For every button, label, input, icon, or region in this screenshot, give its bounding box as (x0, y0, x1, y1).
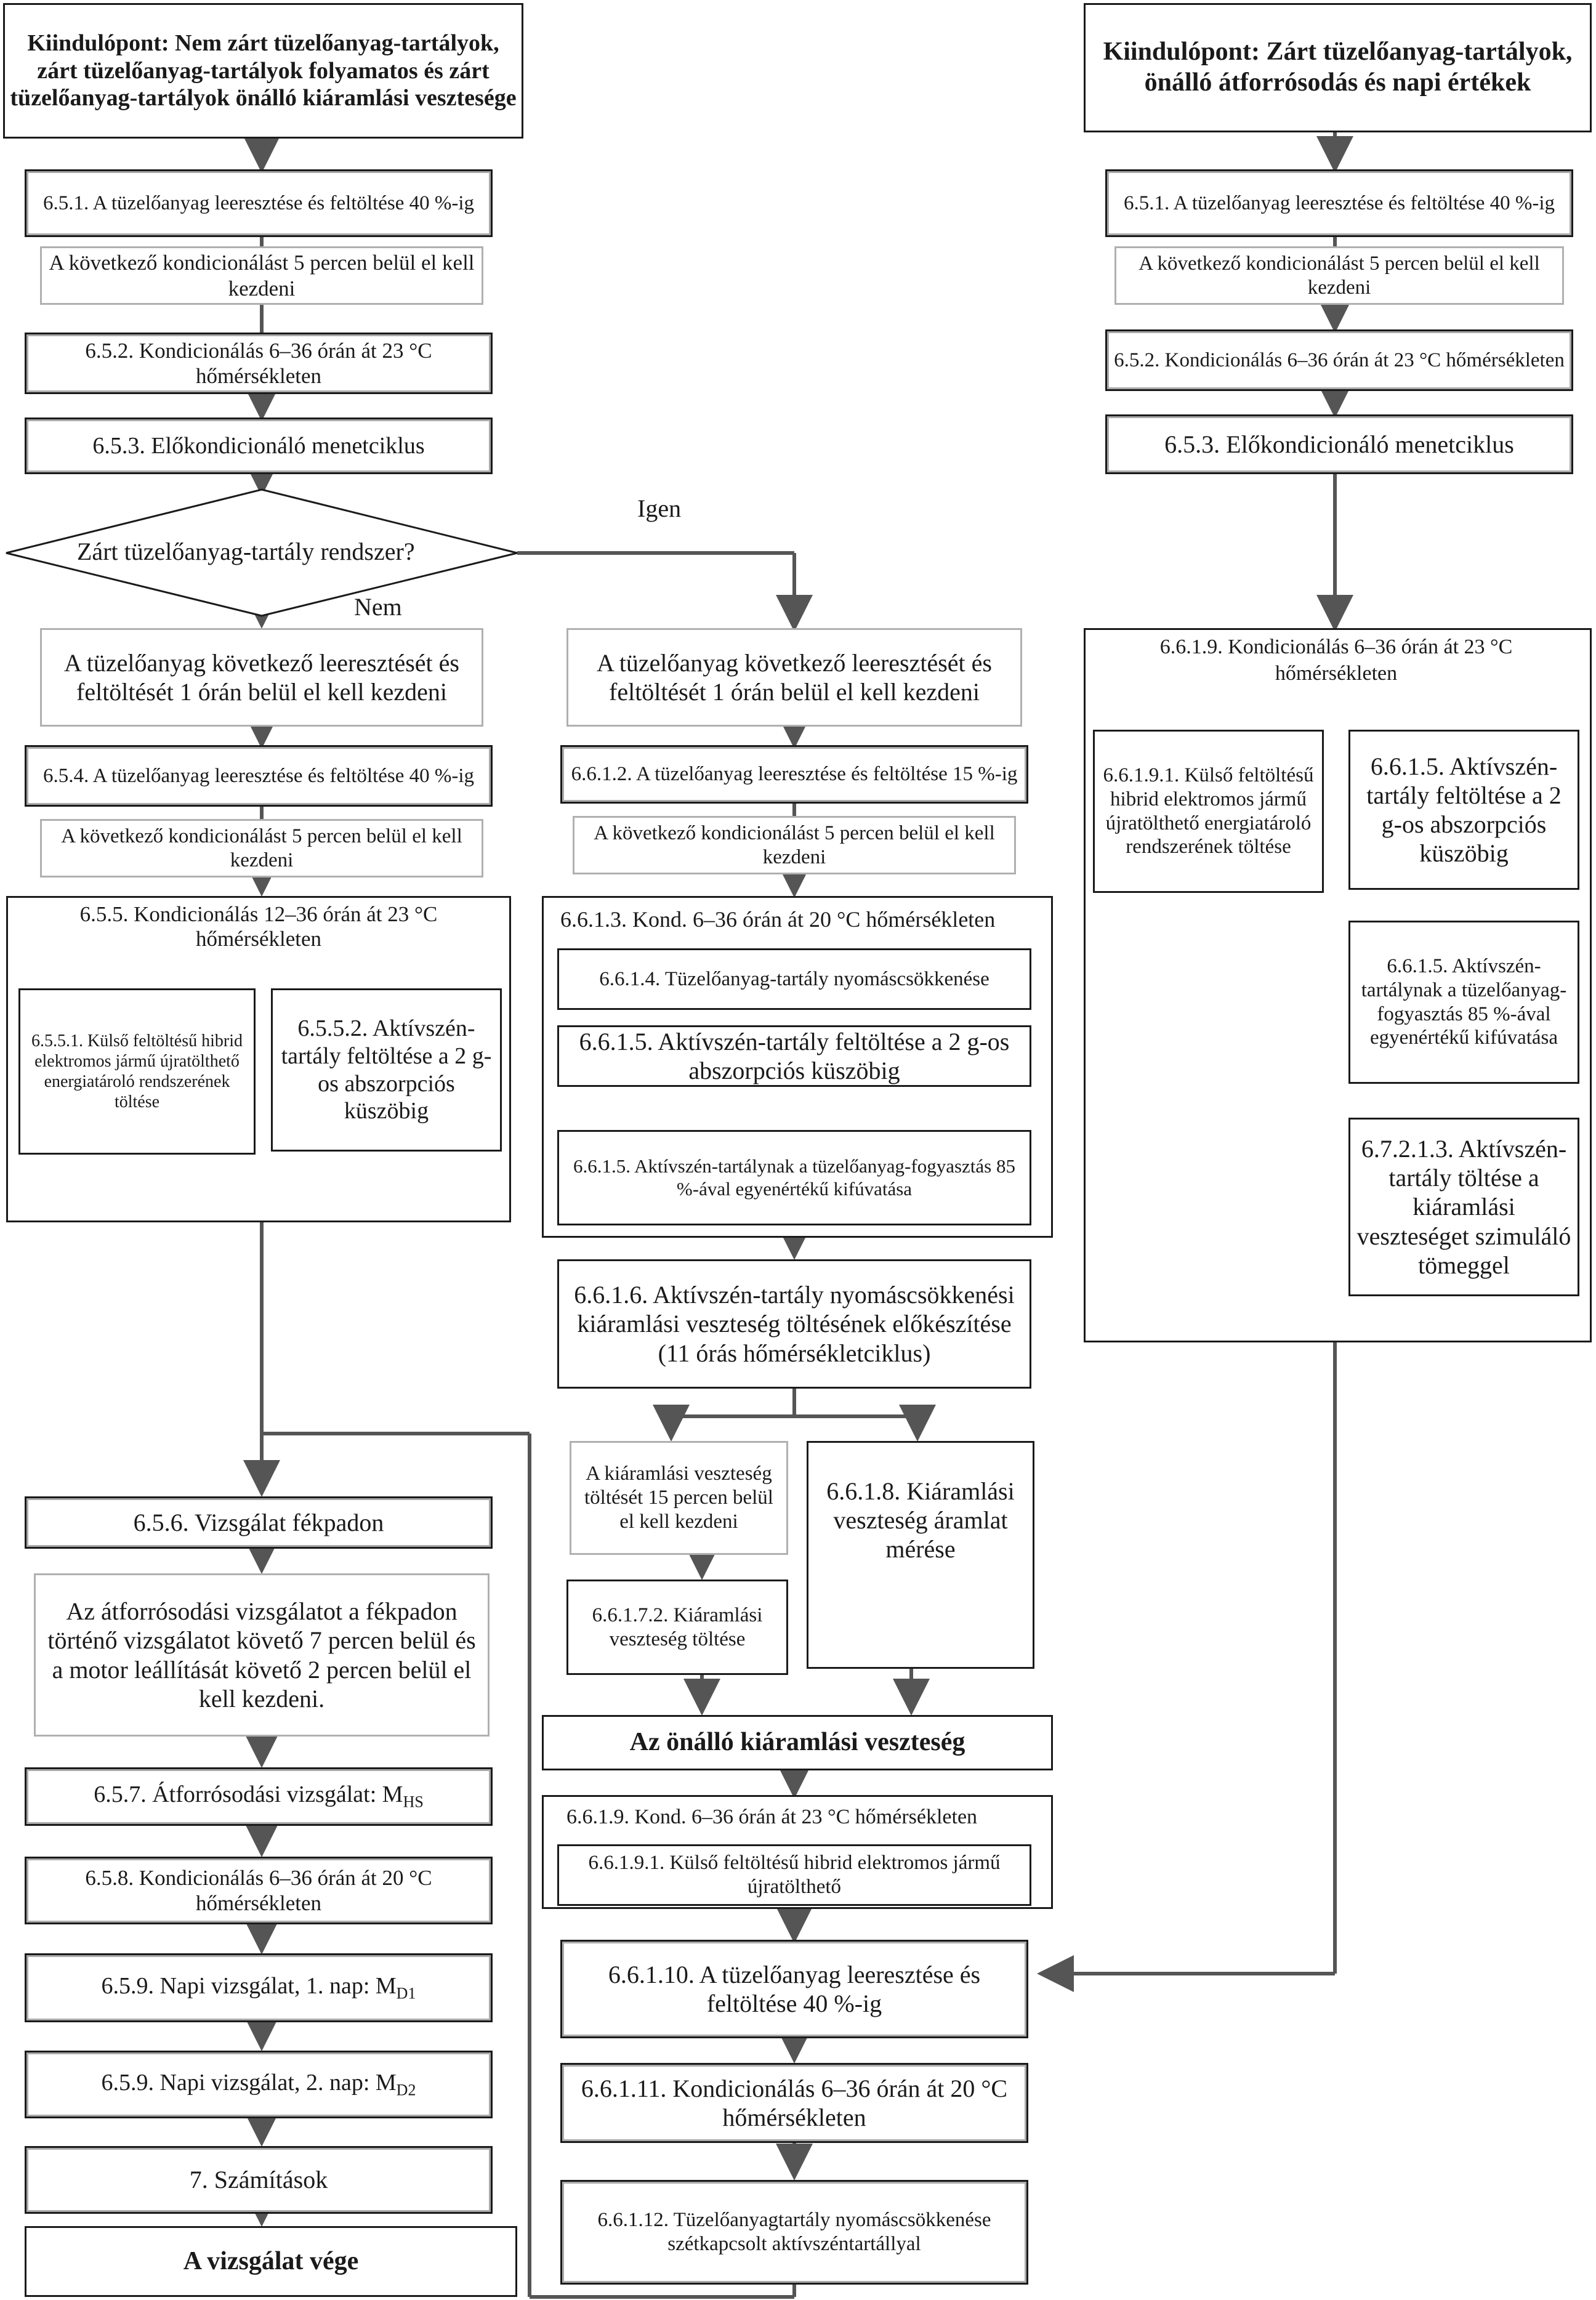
right-step-6615b-text: 6.6.1.5. Aktívszén-tartálynak a tüzelőan… (1361, 954, 1567, 1049)
right-step-652: 6.5.2. Kondicionálás 6–36 órán át 23 °C … (1105, 329, 1573, 391)
step-659b: 6.5.9. Napi vizsgálat, 2. nap: MD2 (25, 2051, 493, 2118)
right-step-6615b: 6.6.1.5. Aktívszén-tartálynak a tüzelőan… (1348, 921, 1579, 1084)
step-657-text: 6.5.7. Átforrósodási vizsgálat: MHS (94, 1781, 424, 1812)
start-left-box: Kiindulópont: Nem zárt tüzelőanyag-tartá… (3, 3, 523, 139)
right-step-6615-text: 6.6.1.5. Aktívszén-tartály feltöltése a … (1366, 752, 1562, 868)
step-653-text: 6.5.3. Előkondicionáló menetciklus (92, 432, 425, 459)
standalone-text: Az önálló kiáramlási veszteség (629, 1728, 965, 1757)
note-start5b-text: A következő kondicionálást 5 percen belü… (61, 825, 462, 871)
step-66111-text: 6.6.1.11. Kondicionálás 6–36 órán át 20 … (581, 2074, 1008, 2131)
mid-note-start5-text: A következő kondicionálást 5 percen belü… (594, 821, 995, 868)
step-6612-text: 6.6.1.2. A tüzelőanyag leeresztése és fe… (571, 763, 1018, 786)
step-659a-label: 6.5.9. Napi vizsgálat, 1. nap: M (101, 1972, 397, 1999)
step-655-text: 6.5.5. Kondicionálás 12–36 órán át 23 °C… (79, 902, 438, 951)
step-6614-text: 6.6.1.4. Tüzelőanyag-tartály nyomáscsökk… (599, 967, 989, 990)
right-step-67213: 6.7.2.1.3. Aktívszén-tartály töltése a k… (1348, 1118, 1579, 1296)
step-66191: 6.6.1.9.1. Külső feltöltésű hibrid elekt… (557, 1844, 1031, 1906)
mid-note-start1h-text: A tüzelőanyag következő leeresztését és … (597, 648, 992, 706)
note-start1h: A tüzelőanyag következő leeresztését és … (40, 628, 483, 727)
note-start5: A következő kondicionálást 5 percen belü… (40, 246, 483, 305)
end-text: A vizsgálat vége (183, 2246, 359, 2275)
step-659a-text: 6.5.9. Napi vizsgálat, 1. nap: MD1 (102, 1972, 416, 2003)
note-start5-text: A következő kondicionálást 5 percen belü… (49, 251, 475, 301)
step-659a: 6.5.9. Napi vizsgálat, 1. nap: MD1 (25, 1953, 493, 2022)
decision-diamond (6, 488, 518, 617)
start-right-text: Kiindulópont: Zárt tüzelőanyag-tartályok… (1103, 38, 1573, 97)
note-start5b: A következő kondicionálást 5 percen belü… (40, 819, 483, 878)
step-654-text: 6.5.4. A tüzelőanyag leeresztése és felt… (42, 764, 475, 787)
yes-label: Igen (637, 494, 682, 522)
right-step-6619-text: 6.6.1.9. Kondicionálás 6–36 órán át 23 °… (1159, 636, 1513, 685)
step-6619-text: 6.6.1.9. Kond. 6–36 órán át 23 °C hőmérs… (566, 1806, 978, 1828)
step-659b-label: 6.5.9. Napi vizsgálat, 2. nap: M (101, 2069, 397, 2096)
step-659b-text: 6.5.9. Napi vizsgálat, 2. nap: MD2 (102, 2069, 416, 2100)
step-66172: 6.6.1.7.2. Kiáramlási veszteség töltése (566, 1580, 788, 1675)
step-66191-text: 6.6.1.9.1. Külső feltöltésű hibrid elekt… (588, 1852, 1001, 1898)
right-step-653: 6.5.3. Előkondicionáló menetciklus (1105, 414, 1573, 474)
step-659b-subscript: D2 (396, 2081, 416, 2099)
right-step-651-text: 6.5.1. A tüzelőanyag leeresztése és felt… (1123, 192, 1555, 214)
start-right-box: Kiindulópont: Zárt tüzelőanyag-tartályok… (1084, 3, 1592, 132)
step-6615: 6.6.1.5. Aktívszén-tartály feltöltése a … (557, 1025, 1031, 1087)
decision-text: Zárt tüzelőanyag-tartály rendszer? (77, 538, 415, 565)
step-651: 6.5.1. A tüzelőanyag leeresztése és felt… (25, 169, 493, 237)
note-start15: A kiáramlási veszteség töltését 15 perce… (570, 1441, 788, 1555)
right-step-6615: 6.6.1.5. Aktívszén-tartály feltöltése a … (1348, 730, 1579, 890)
step-657-label: 6.5.7. Átforrósodási vizsgálat: M (94, 1781, 403, 1808)
step-659a-subscript: D1 (396, 1984, 416, 2003)
start-left-text: Kiindulópont: Nem zárt tüzelőanyag-tartá… (10, 30, 517, 111)
step-656-text: 6.5.6. Vizsgálat fékpadon (133, 1508, 384, 1536)
step-6615-text: 6.6.1.5. Aktívszén-tartály feltöltése a … (579, 1027, 1010, 1084)
note-hot-soak-text: Az átforrósodási vizsgálatot a fékpadon … (47, 1597, 476, 1713)
right-step-651: 6.5.1. A tüzelőanyag leeresztése és felt… (1105, 169, 1573, 237)
step-658-text: 6.5.8. Kondicionálás 6–36 órán át 20 °C … (85, 1865, 432, 1915)
no-label: Nem (354, 593, 402, 621)
step-6614: 6.6.1.4. Tüzelőanyag-tartály nyomáscsökk… (557, 948, 1031, 1010)
step-6615b-text: 6.6.1.5. Aktívszén-tartálynak a tüzelőan… (573, 1155, 1015, 1200)
step-7-text: 7. Számítások (189, 2166, 328, 2194)
end-box: A vizsgálat vége (25, 2226, 517, 2297)
standalone-box: Az önálló kiáramlási veszteség (542, 1715, 1053, 1770)
step-66111: 6.6.1.11. Kondicionálás 6–36 órán át 20 … (560, 2063, 1028, 2143)
right-note-start5-text: A következő kondicionálást 5 percen belü… (1139, 252, 1540, 299)
step-6613-text: 6.6.1.3. Kond. 6–36 órán át 20 °C hőmérs… (560, 907, 996, 932)
step-66112: 6.6.1.12. Tüzelőanyagtartály nyomáscsökk… (560, 2180, 1028, 2285)
step-657-subscript: HS (403, 1793, 424, 1811)
mid-note-start1h: A tüzelőanyag következő leeresztését és … (566, 628, 1022, 727)
step-657: 6.5.7. Átforrósodási vizsgálat: MHS (25, 1767, 493, 1826)
right-note-start5: A következő kondicionálást 5 percen belü… (1114, 246, 1564, 305)
step-654: 6.5.4. A tüzelőanyag leeresztése és felt… (25, 745, 493, 807)
step-658: 6.5.8. Kondicionálás 6–36 órán át 20 °C … (25, 1857, 493, 1924)
step-66110-text: 6.6.1.10. A tüzelőanyag leeresztése és f… (608, 1960, 981, 2017)
step-6612: 6.6.1.2. A tüzelőanyag leeresztése és fe… (560, 745, 1028, 804)
step-652: 6.5.2. Kondicionálás 6–36 órán át 23 °C … (25, 333, 493, 394)
note-start15-text: A kiáramlási veszteség töltését 15 perce… (584, 1463, 773, 1533)
step-66172-text: 6.6.1.7.2. Kiáramlási veszteség töltése (592, 1604, 763, 1650)
right-step-67213-text: 6.7.2.1.3. Aktívszén-tartály töltése a k… (1356, 1135, 1571, 1279)
step-6551-text: 6.5.5.1. Külső feltöltésű hibrid elektro… (31, 1031, 243, 1112)
step-653: 6.5.3. Előkondicionáló menetciklus (25, 418, 493, 474)
step-6616-text: 6.6.1.6. Aktívszén-tartály nyomáscsökken… (574, 1281, 1015, 1367)
step-6552: 6.5.5.2. Aktívszén-tartály feltöltése a … (271, 988, 502, 1152)
step-6618-text: 6.6.1.8. Kiáramlási veszteség áramlat mé… (826, 1477, 1015, 1564)
note-hot-soak: Az átforrósodási vizsgálatot a fékpadon … (34, 1573, 490, 1737)
step-651-text: 6.5.1. A tüzelőanyag leeresztése és felt… (42, 192, 475, 214)
step-6615b: 6.6.1.5. Aktívszén-tartálynak a tüzelőan… (557, 1130, 1031, 1225)
step-656: 6.5.6. Vizsgálat fékpadon (25, 1496, 493, 1549)
step-6552-text: 6.5.5.2. Aktívszén-tartály feltöltése a … (281, 1015, 492, 1124)
note-start1h-text: A tüzelőanyag következő leeresztését és … (64, 648, 459, 706)
right-step-66191: 6.6.1.9.1. Külső feltöltésű hibrid elekt… (1093, 730, 1324, 893)
step-66112-text: 6.6.1.12. Tüzelőanyagtartály nyomáscsökk… (597, 2209, 991, 2255)
step-6616: 6.6.1.6. Aktívszén-tartály nyomáscsökken… (557, 1259, 1031, 1389)
right-step-66191-text: 6.6.1.9.1. Külső feltöltésű hibrid elekt… (1103, 764, 1314, 858)
step-66110: 6.6.1.10. A tüzelőanyag leeresztése és f… (560, 1940, 1028, 2038)
mid-note-start5: A következő kondicionálást 5 percen belü… (573, 816, 1016, 874)
step-6618: 6.6.1.8. Kiáramlási veszteség áramlat mé… (807, 1441, 1034, 1669)
right-step-652-text: 6.5.2. Kondicionálás 6–36 órán át 23 °C … (1114, 349, 1565, 371)
step-7: 7. Számítások (25, 2146, 493, 2214)
right-step-653-text: 6.5.3. Előkondicionáló menetciklus (1164, 430, 1514, 458)
step-652-text: 6.5.2. Kondicionálás 6–36 órán át 23 °C … (85, 338, 432, 388)
step-6551: 6.5.5.1. Külső feltöltésű hibrid elektro… (18, 988, 256, 1155)
